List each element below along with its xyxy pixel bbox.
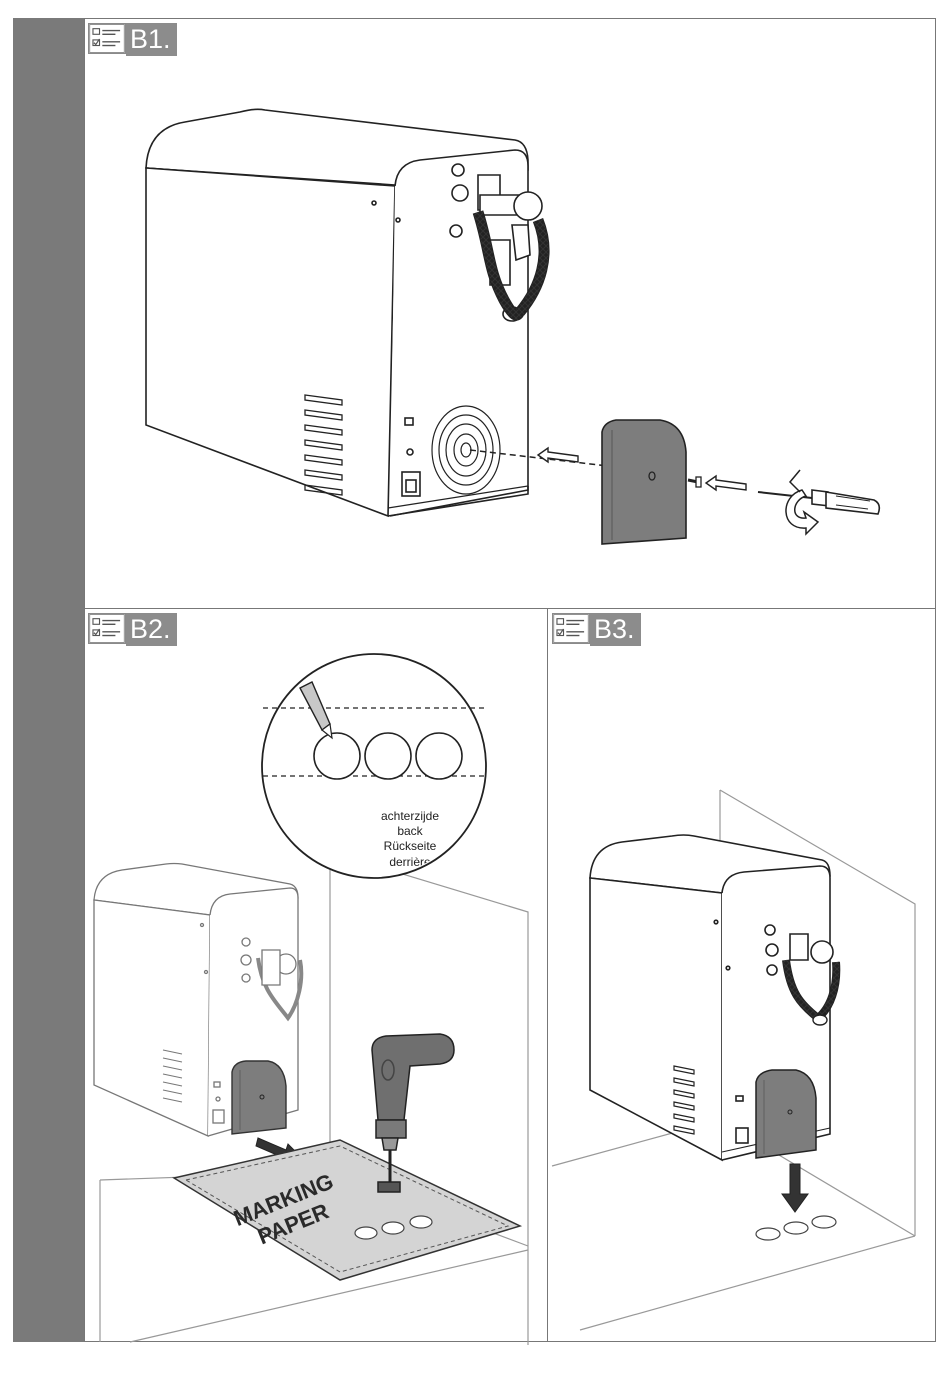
b1-rear-cover: [602, 420, 686, 544]
screwdriver-icon: [758, 490, 879, 514]
callout-text-line: derrière: [389, 855, 431, 869]
zoom-callout: [262, 654, 486, 878]
callout-text-line: back: [397, 824, 423, 838]
b1-arrow-left-1: [538, 448, 578, 462]
b3-rear-cover: [756, 1070, 816, 1158]
b3-arrow-down: [782, 1164, 808, 1212]
marking-paper: MARKING PAPER: [174, 1140, 520, 1280]
screw-icon: [688, 477, 701, 487]
b3-floor-holes: [756, 1216, 836, 1240]
callout-text-line: achterzijde: [381, 809, 439, 823]
callout-text-line: Rückseite: [384, 839, 437, 853]
b1-cooler-unit: [146, 109, 542, 516]
b1-arrow-left-2: [706, 476, 746, 490]
b2-rear-cover: [232, 1061, 286, 1134]
